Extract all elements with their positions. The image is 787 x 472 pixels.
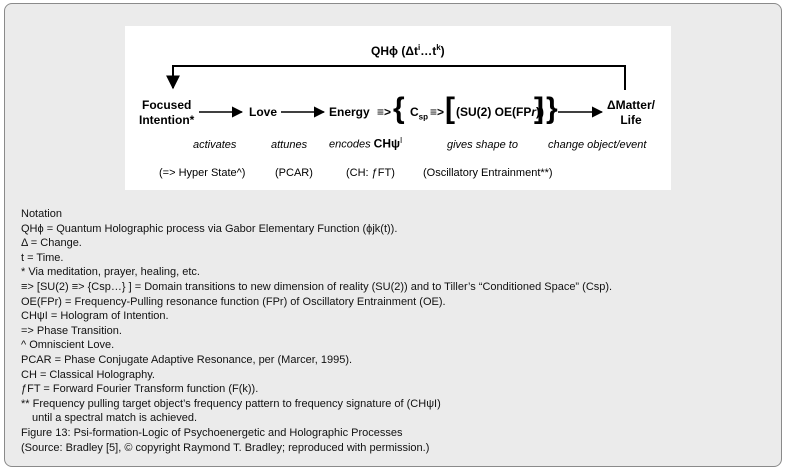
verb-gives-shape: gives shape to xyxy=(447,139,518,151)
notation-block: Notation QHϕ = Quantum Holographic proce… xyxy=(21,207,781,455)
node-energy: Energy xyxy=(329,105,370,119)
feedback-loop-line xyxy=(166,65,626,90)
notation-line: t = Time. xyxy=(21,251,64,264)
notation-line: CHψI = Hologram of Intention. xyxy=(21,310,169,323)
node-csp: Csp xyxy=(410,105,429,122)
left-square-bracket: [ xyxy=(445,92,455,125)
notation-line: * Via meditation, prayer, healing, etc. xyxy=(21,266,200,279)
notation-line: ƒFT = Forward Fourier Transform function… xyxy=(21,383,259,396)
psi-formation-diagram: QHϕ (Δti…tk) Focused Intention* Love Ene… xyxy=(125,26,671,190)
note-ch-fft: (CH: ƒFT) xyxy=(346,167,395,179)
node-matter-life: ΔMatter/ Life xyxy=(607,98,655,127)
notation-line: ≡> [SU(2) ≡> {Csp…} ] = Domain transitio… xyxy=(21,280,613,293)
notation-heading: Notation xyxy=(21,208,62,220)
figure-frame: QHϕ (Δti…tk) Focused Intention* Love Ene… xyxy=(4,3,782,467)
node-love: Love xyxy=(249,105,278,119)
verb-change-object: change object/event xyxy=(548,139,647,151)
node-focused-intention: Focused Intention* xyxy=(139,98,195,127)
notation-line: ** Frequency pulling target object’s fre… xyxy=(21,397,441,410)
notation-line: until a spectral match is achieved. xyxy=(32,412,198,425)
notation-line: => Phase Transition. xyxy=(21,324,122,337)
notation-line: OE(FPr) = Frequency-Pulling resonance fu… xyxy=(21,295,446,308)
figure-source: (Source: Bradley [5], © copyright Raymon… xyxy=(21,441,430,454)
diagram-arrows xyxy=(166,65,626,118)
notation-line: QHϕ = Quantum Holographic process via Ga… xyxy=(21,222,398,235)
note-pcar: (PCAR) xyxy=(275,167,313,179)
notation-line: CH = Classical Holography. xyxy=(21,368,155,381)
notation-line: PCAR = Phase Conjugate Adaptive Resonanc… xyxy=(21,353,353,366)
note-hyper-state: (=> Hyper State^) xyxy=(159,167,246,179)
verb-activates: activates xyxy=(193,139,237,151)
equiv-arrow-2: ≡> xyxy=(430,105,445,119)
verb-encodes: encodes CHψI xyxy=(329,136,403,151)
left-brace: { xyxy=(393,92,405,125)
note-oscillatory: (Oscillatory Entrainment**) xyxy=(423,167,553,179)
notation-line: ^ Omniscient Love. xyxy=(21,339,115,352)
loop-label: QHϕ (Δti…tk) xyxy=(371,43,445,58)
notation-line: Δ = Change. xyxy=(21,237,82,250)
right-brace: } xyxy=(546,92,558,125)
right-square-bracket: ] xyxy=(534,92,544,125)
verb-attunes: attunes xyxy=(271,139,308,151)
equiv-arrow-1: ≡> xyxy=(377,105,392,119)
figure-caption: Figure 13: Psi-formation-Logic of Psycho… xyxy=(21,426,403,439)
node-su2-oe: (SU(2) OE(FPr)) xyxy=(456,105,545,119)
